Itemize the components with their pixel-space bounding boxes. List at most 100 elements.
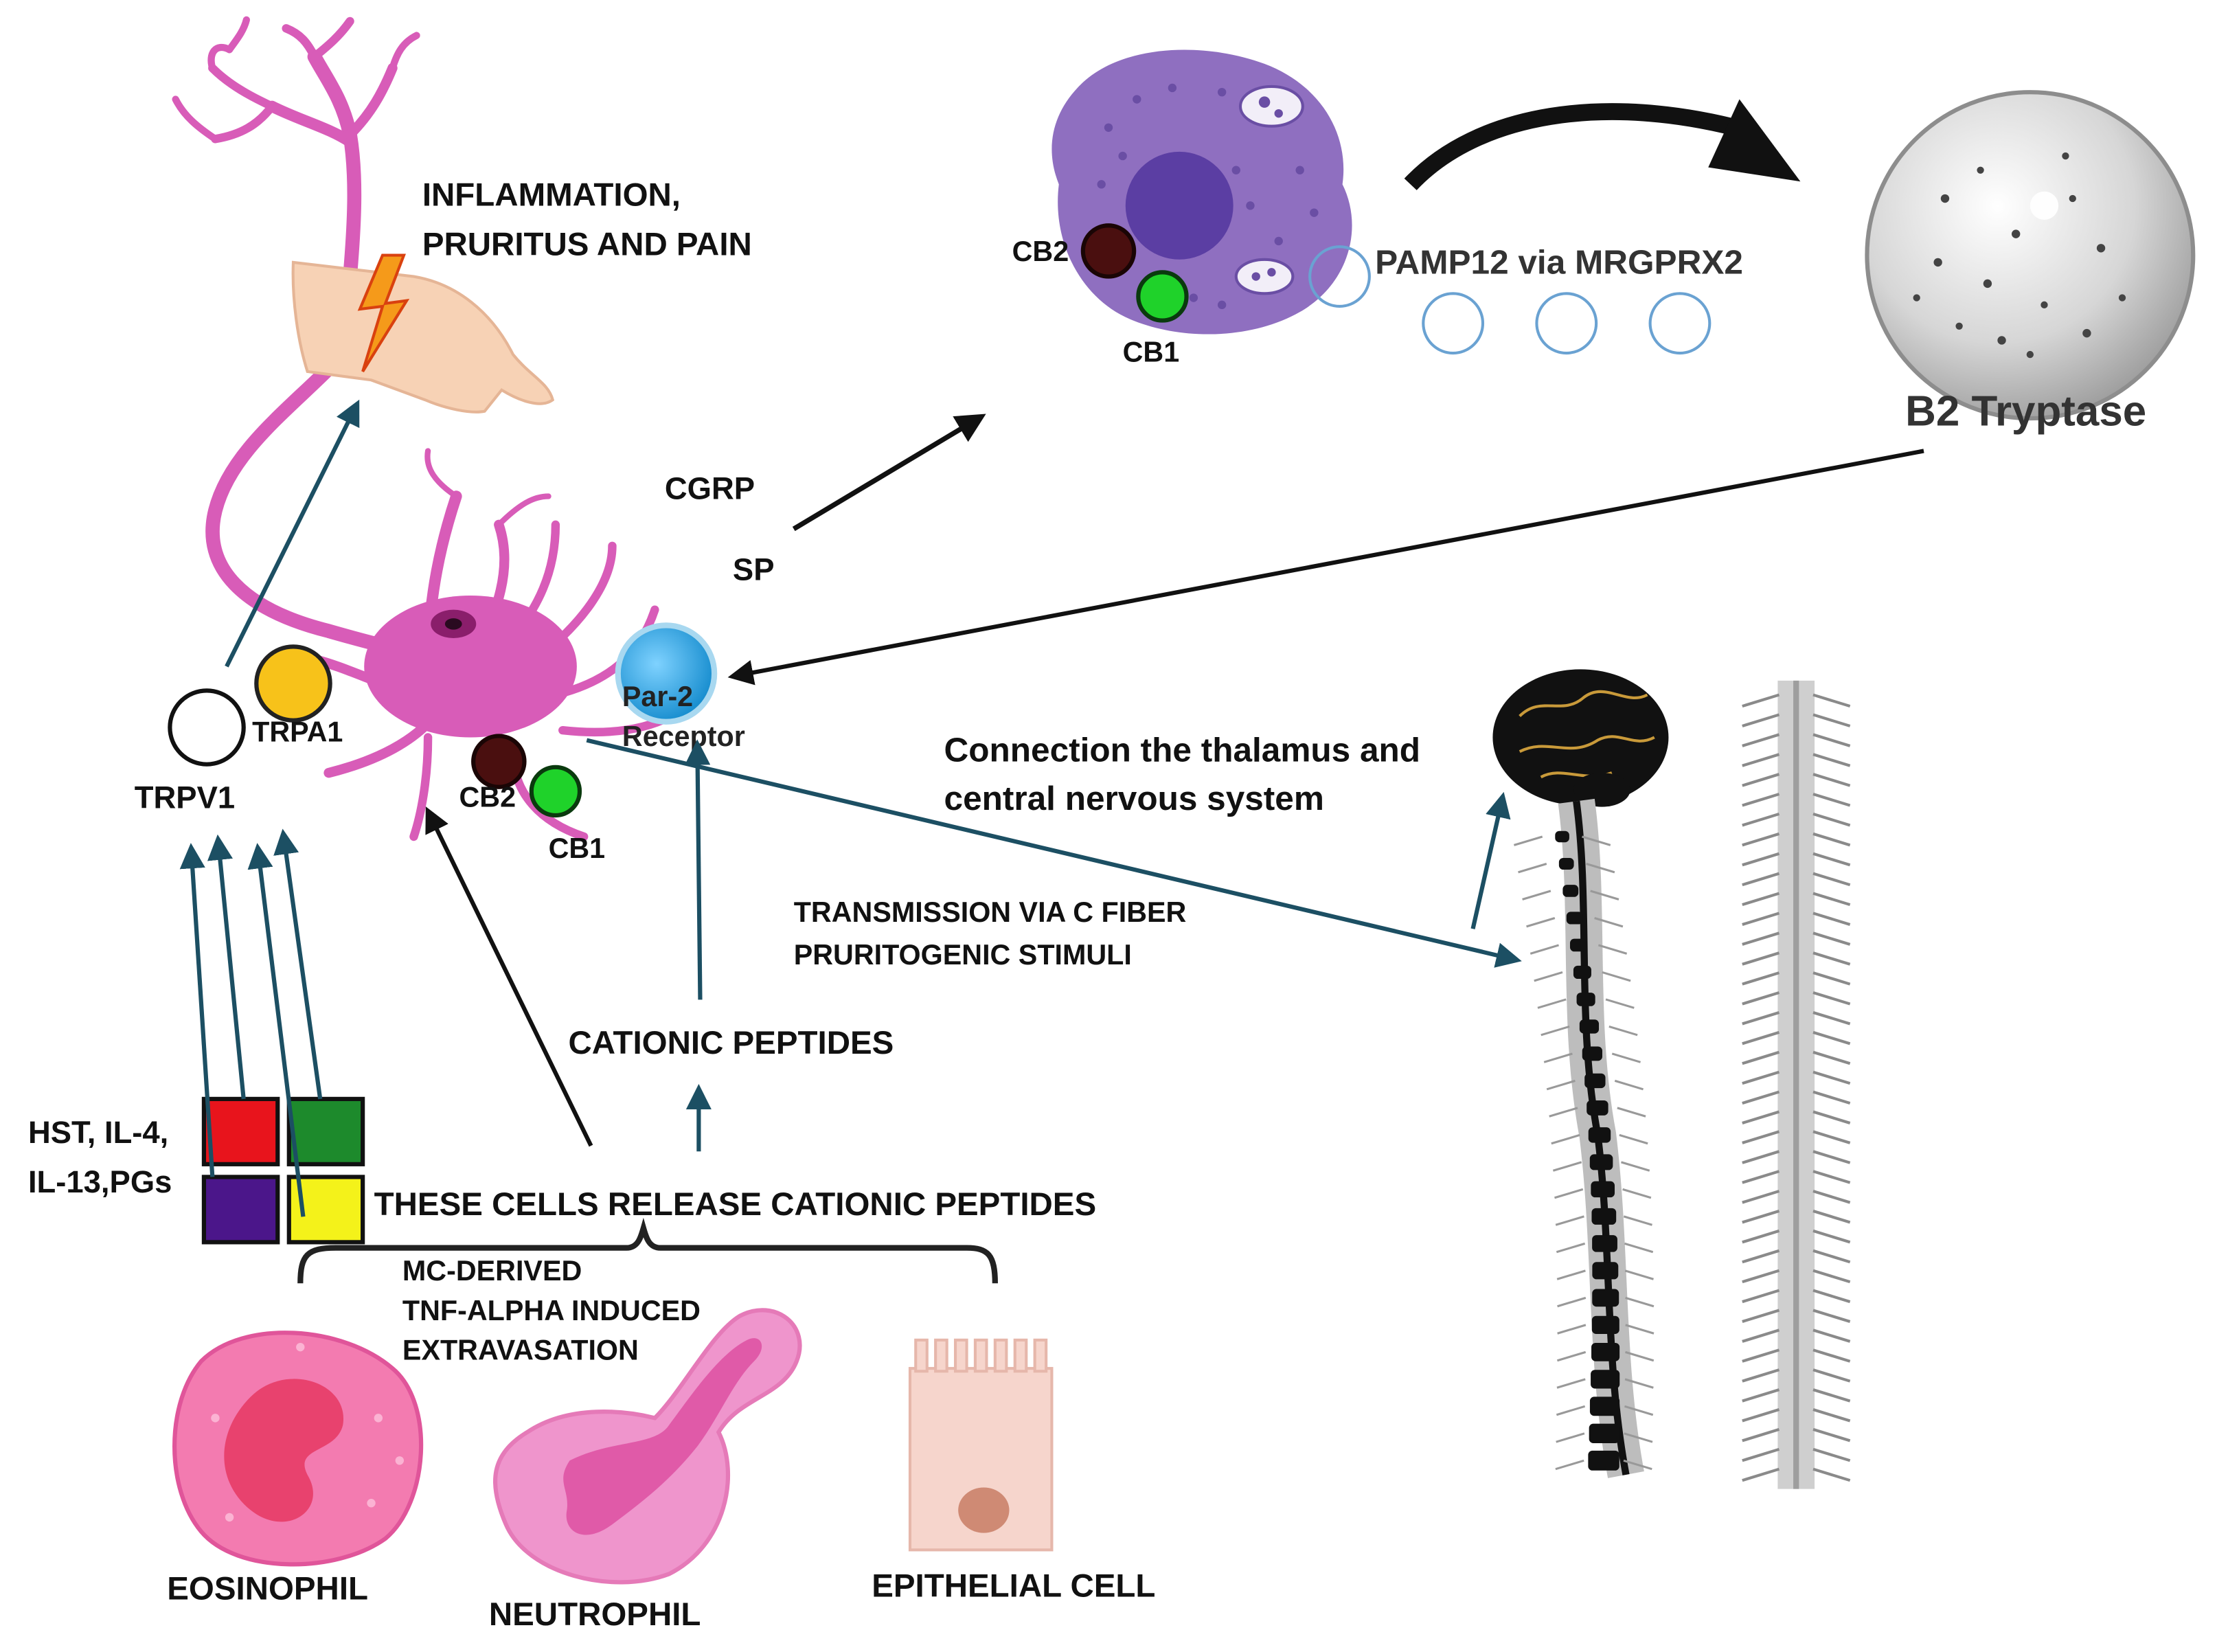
nerve: [1556, 1242, 1586, 1254]
nerve: [1624, 1269, 1654, 1280]
spine-rib: [1812, 1269, 1851, 1284]
spine-rib: [1742, 1249, 1780, 1264]
nerve: [1537, 998, 1567, 1009]
spine-rib: [1812, 951, 1851, 966]
spine-rib: [1812, 1050, 1851, 1065]
spine-rib: [1812, 991, 1851, 1006]
arrow-peptides-to-par2: [685, 739, 711, 1000]
label-cb1-neuron: CB1: [549, 833, 606, 864]
vertebra: [1558, 857, 1574, 870]
label-mc-line1: MC-DERIVED: [402, 1255, 582, 1287]
mast-cell-icon: [1051, 49, 1352, 335]
label-mediators-line1: HST, IL-4,: [28, 1115, 168, 1150]
nerve: [1625, 1350, 1655, 1362]
arrow-neuron-to-mast: [792, 414, 986, 532]
spine-rib: [1742, 1289, 1780, 1304]
spine-rib: [1742, 733, 1780, 747]
nerve: [1624, 1242, 1654, 1254]
spine-rib: [1812, 1467, 1851, 1482]
vertebra: [1576, 993, 1595, 1006]
label-mediators-line2: IL-13,PGs: [28, 1164, 172, 1199]
vertebra: [1591, 1315, 1619, 1334]
label-mc-line3: EXTRAVASATION: [402, 1335, 639, 1366]
nerve: [1552, 1161, 1582, 1172]
spine-rib: [1812, 912, 1851, 926]
par2-receptor: [615, 622, 718, 725]
vertebra: [1592, 1262, 1619, 1280]
spine-rib: [1742, 1328, 1780, 1343]
nerve: [1555, 1215, 1584, 1226]
vertebra: [1587, 1100, 1608, 1116]
spine-rib: [1742, 1090, 1780, 1105]
nerve: [1530, 944, 1560, 955]
nerve: [1619, 1133, 1648, 1145]
nerve: [1513, 835, 1543, 846]
vertebra: [1569, 938, 1587, 952]
label-b2-tryptase: B2 Tryptase: [1905, 387, 2146, 435]
vertebra: [1589, 1396, 1620, 1416]
spine-rib: [1742, 793, 1780, 807]
spine-rib: [1812, 1348, 1851, 1363]
spine-rib: [1742, 753, 1780, 767]
arrow-tryptase-to-par2: [727, 449, 1924, 686]
label-pamp12: PAMP12 via MRGPRX2: [1375, 243, 1743, 281]
spine-rib: [1812, 1388, 1851, 1403]
nerve: [1556, 1378, 1586, 1389]
spine-rib: [1812, 1110, 1851, 1124]
nerve: [1621, 1161, 1650, 1172]
spine-rib: [1812, 1447, 1851, 1462]
label-mc-line2: TNF-ALPHA INDUCED: [402, 1295, 701, 1326]
nerve: [1624, 1405, 1654, 1416]
spine-rib: [1742, 1050, 1780, 1065]
arrow-trpv1-to-pain: [225, 399, 360, 668]
nerve: [1551, 1133, 1580, 1145]
spine-rib: [1812, 1309, 1851, 1323]
vertebra: [1591, 1181, 1615, 1198]
vertebra: [1555, 830, 1569, 843]
spine-rib: [1812, 1328, 1851, 1343]
spine-rib: [1742, 1427, 1780, 1442]
vertebra: [1589, 1423, 1620, 1443]
neuron-icon: [172, 16, 695, 841]
nerve: [1549, 1107, 1578, 1118]
label-cb2-mast: CB2: [1012, 236, 1069, 267]
nerve: [1624, 1378, 1654, 1389]
spine-rib: [1812, 693, 1851, 708]
cb2-receptor-mast: [1080, 223, 1137, 279]
vertebra: [1592, 1289, 1619, 1307]
spine-rib: [1812, 872, 1851, 887]
spine-rib: [1812, 1130, 1851, 1144]
nerve: [1582, 835, 1611, 846]
spine-rib: [1742, 971, 1780, 986]
spine-rib: [1812, 713, 1851, 727]
label-inflammation-line1: INFLAMMATION,: [422, 177, 681, 213]
spine-rib: [1742, 1130, 1780, 1144]
spine-rib: [1812, 1368, 1851, 1383]
cb1-receptor-neuron: [529, 765, 582, 818]
vertebra: [1591, 1342, 1620, 1361]
vertebra: [1566, 912, 1583, 925]
lightning-icon: [357, 253, 410, 372]
nerve: [1518, 862, 1547, 874]
spine-rib: [1742, 773, 1780, 787]
mediator-box-red: [201, 1096, 280, 1166]
spine-rib: [1742, 1408, 1780, 1423]
arrow-to-brain: [1470, 791, 1511, 929]
nerve: [1556, 1405, 1586, 1416]
mediator-box-green: [286, 1096, 365, 1166]
spine-rib: [1812, 753, 1851, 767]
label-neutrophil: NEUTROPHIL: [489, 1596, 701, 1633]
label-transmission-line2: PRURITOGENIC STIMULI: [794, 939, 1132, 971]
nerve: [1624, 1432, 1653, 1443]
vertebra: [1573, 965, 1591, 980]
vertebra: [1589, 1154, 1613, 1170]
nerve: [1625, 1296, 1655, 1308]
hand-pain-icon: [291, 260, 555, 414]
spine-rib: [1742, 872, 1780, 887]
spine-rib: [1742, 1110, 1780, 1124]
nerve: [1543, 1052, 1573, 1063]
arrow-mediator-4: [273, 828, 323, 1100]
neuron-soma: [364, 596, 577, 738]
spine-rib: [1742, 852, 1780, 867]
spine-rib: [1812, 1427, 1851, 1442]
